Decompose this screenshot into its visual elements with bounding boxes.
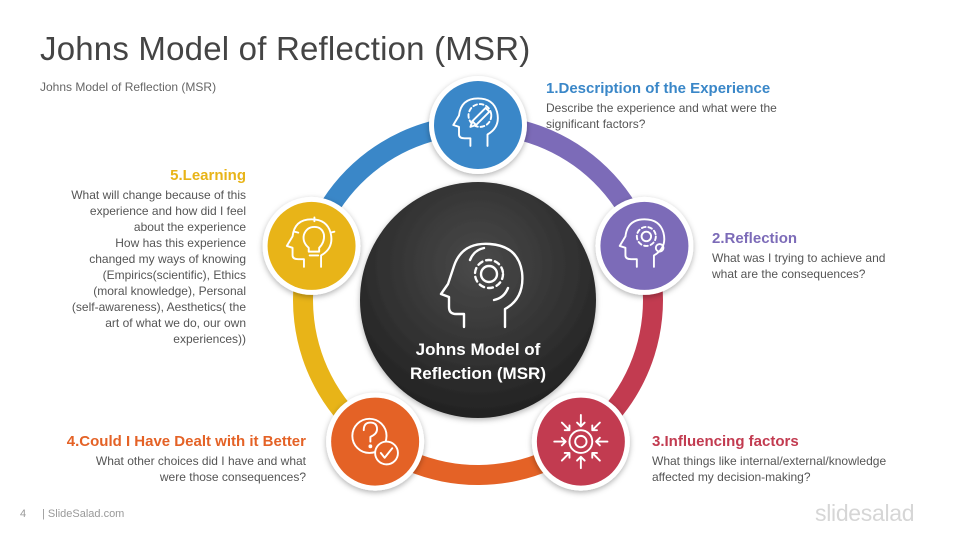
center-circle	[360, 182, 596, 418]
ring-arc-5	[317, 113, 466, 218]
step-5-text: What will change because of this experie…	[71, 188, 246, 346]
ring-arc-1	[512, 119, 642, 235]
ring-arc-2	[590, 280, 663, 435]
step-5-node	[262, 196, 361, 295]
ring-arc-4	[287, 257, 356, 424]
step-2-title: 2.Reflection	[712, 230, 798, 247]
center-head-gear-icon	[439, 242, 524, 329]
head-pencil-icon	[452, 97, 499, 147]
ring-arc-3	[385, 446, 554, 485]
step-3-node	[531, 392, 630, 491]
step-5-title: 5.Learning	[170, 167, 246, 184]
step-1-node	[429, 76, 527, 174]
step-1-node-fill	[434, 81, 522, 169]
step-2-node	[595, 196, 694, 295]
step-4-dealt-better: 4.Could I Have Dealt with it Better What…	[40, 433, 306, 485]
inward-arrows-icon	[553, 414, 609, 470]
step-5-node-fill	[267, 201, 356, 290]
head-gear-icon	[618, 218, 666, 268]
step-4-text: What other choices did I have and what w…	[95, 454, 306, 484]
slidesalad-logo: slidesalad	[815, 500, 915, 526]
step-1-text: Describe the experience and what were th…	[546, 101, 777, 131]
step-3-title: 3.Influencing factors	[652, 433, 799, 450]
step-2-text: What was I trying to achieve and what ar…	[712, 251, 886, 281]
step-3-influencing-factors: 3.Influencing factors What things like i…	[652, 433, 922, 485]
step-1-title: 1.Description of the Experience	[546, 80, 771, 97]
step-1-description: 1.Description of the Experience Describe…	[546, 80, 816, 132]
slide-title: Johns Model of Reflection (MSR)	[40, 30, 531, 67]
step-4-node-fill	[331, 397, 420, 486]
step-3-node-fill	[536, 397, 625, 486]
step-4-title: 4.Could I Have Dealt with it Better	[66, 433, 306, 450]
step-3-text: What things like internal/external/knowl…	[652, 454, 887, 484]
step-5-learning: 5.Learning What will change because of t…	[36, 167, 246, 347]
head-lightbulb-icon	[285, 216, 336, 268]
step-2-reflection: 2.Reflection What was I trying to achiev…	[712, 230, 927, 282]
slide-subtitle: Johns Model of Reflection (MSR)	[40, 80, 217, 94]
question-check-icon	[351, 417, 399, 466]
footer-site: | SlideSalad.com	[42, 508, 125, 520]
page-number: 4	[20, 508, 27, 520]
step-4-node	[326, 392, 425, 491]
ring-arcs	[287, 113, 663, 485]
center-label: Johns Model of Reflection (MSR)	[410, 340, 546, 383]
